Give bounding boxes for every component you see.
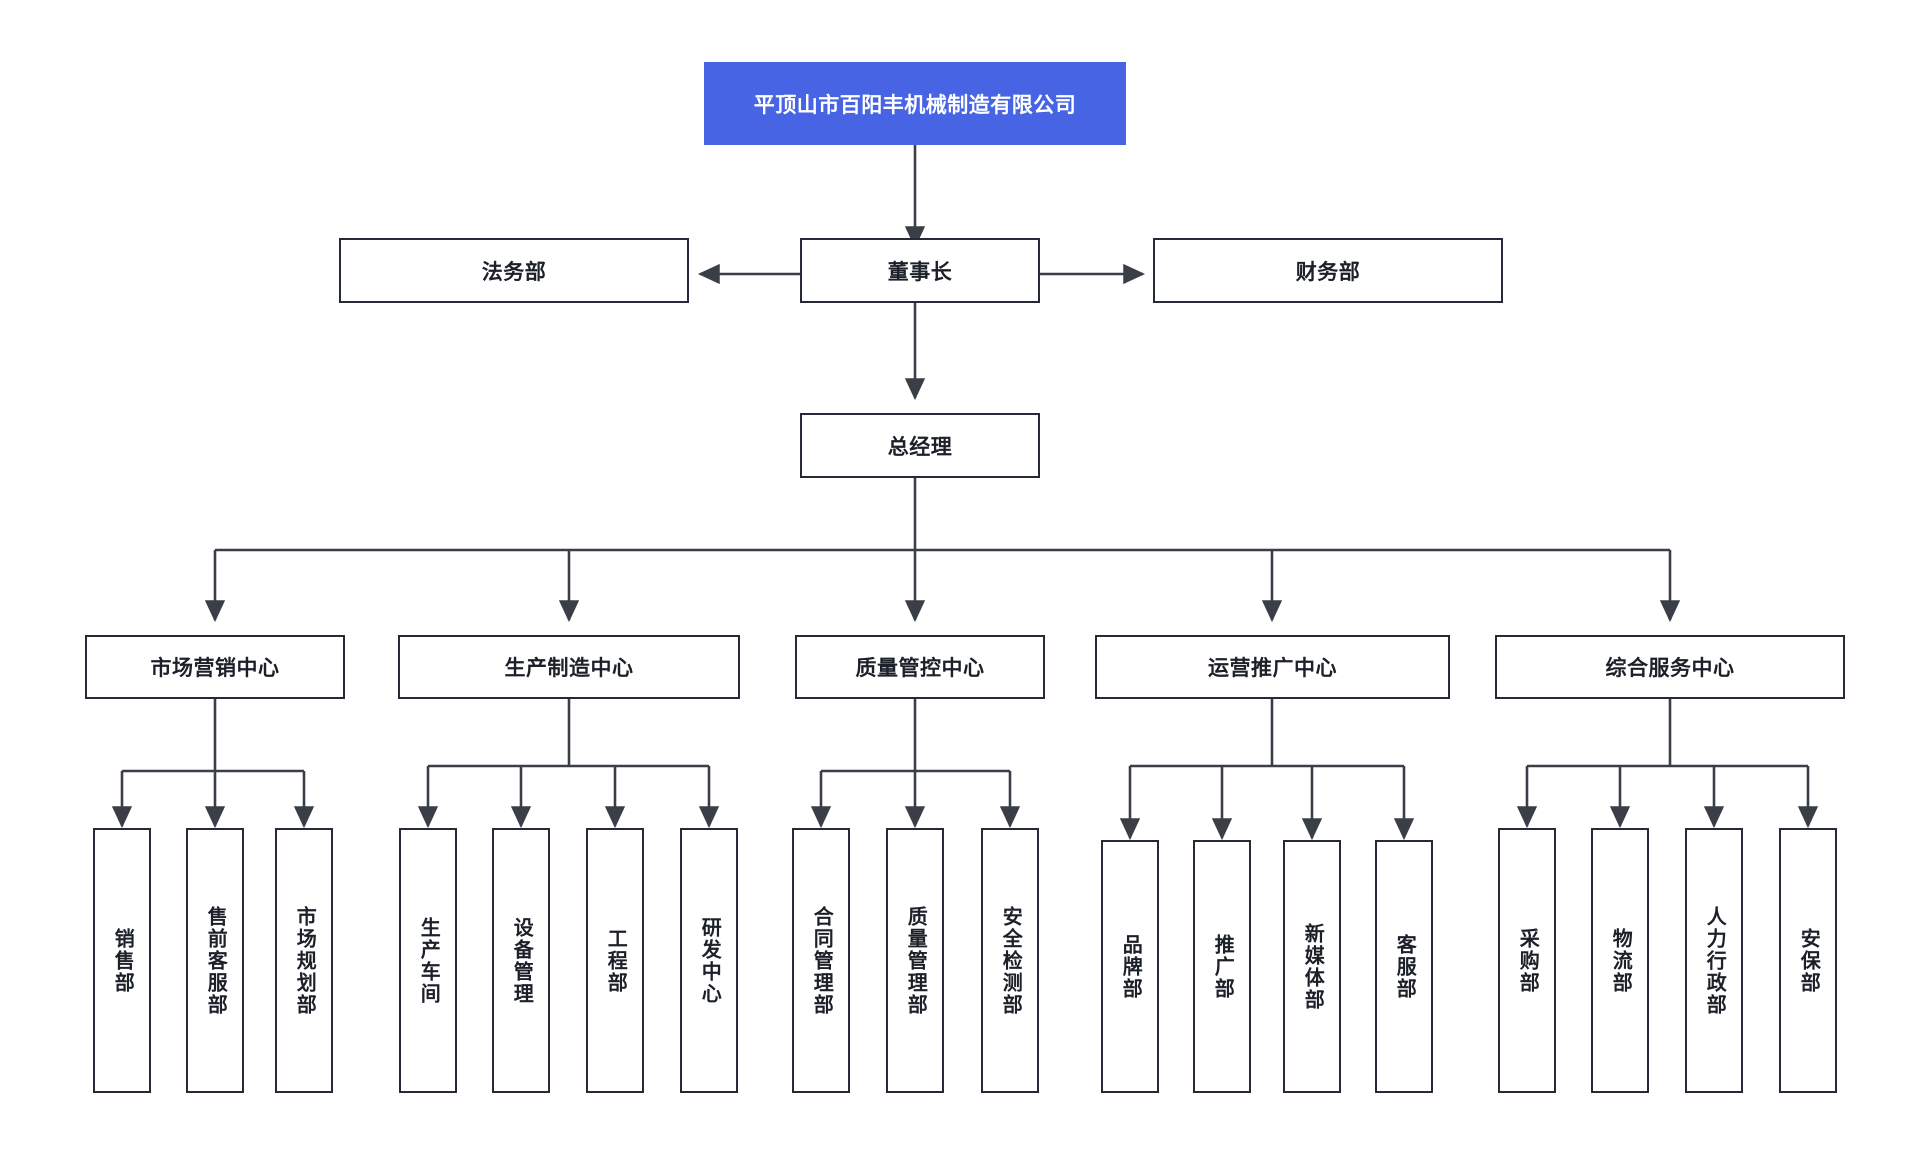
node-legal-department[interactable]: 法务部 — [339, 238, 689, 303]
node-label: 质量管控中心 — [855, 657, 985, 680]
node-label: 人力行政部 — [1703, 905, 1726, 1016]
node-label: 综合服务中心 — [1605, 657, 1735, 680]
node-dept-security[interactable]: 安保部 — [1779, 828, 1837, 1093]
node-dept-presale-service[interactable]: 售前客服部 — [186, 828, 244, 1093]
node-dept-promotion[interactable]: 推广部 — [1193, 840, 1251, 1093]
node-label: 推广部 — [1211, 933, 1234, 1000]
node-label: 采购部 — [1516, 927, 1539, 994]
node-label: 工程部 — [604, 927, 627, 994]
node-label: 董事长 — [887, 260, 953, 284]
node-center-quality[interactable]: 质量管控中心 — [795, 635, 1045, 699]
node-label: 安保部 — [1797, 927, 1820, 994]
node-center-production[interactable]: 生产制造中心 — [398, 635, 740, 699]
node-dept-engineering[interactable]: 工程部 — [586, 828, 644, 1093]
node-dept-sales[interactable]: 销售部 — [93, 828, 151, 1093]
node-label: 安全检测部 — [999, 905, 1022, 1016]
node-dept-hr-admin[interactable]: 人力行政部 — [1685, 828, 1743, 1093]
node-label: 生产车间 — [417, 916, 440, 1005]
node-chairman[interactable]: 董事长 — [800, 238, 1040, 303]
node-label: 售前客服部 — [204, 905, 227, 1016]
node-label: 运营推广中心 — [1208, 657, 1337, 680]
node-dept-equipment[interactable]: 设备管理 — [492, 828, 550, 1093]
node-finance-department[interactable]: 财务部 — [1153, 238, 1503, 303]
node-label: 法务部 — [481, 260, 547, 284]
node-label: 总经理 — [887, 435, 953, 459]
node-label: 市场营销中心 — [150, 657, 280, 680]
node-dept-rnd-center[interactable]: 研发中心 — [680, 828, 738, 1093]
node-label: 销售部 — [111, 927, 134, 994]
node-label: 设备管理 — [510, 916, 533, 1005]
node-center-service[interactable]: 综合服务中心 — [1495, 635, 1845, 699]
node-dept-contract-management[interactable]: 合同管理部 — [792, 828, 850, 1093]
node-label: 合同管理部 — [810, 905, 833, 1016]
node-dept-quality-management[interactable]: 质量管理部 — [886, 828, 944, 1093]
node-dept-market-planning[interactable]: 市场规划部 — [275, 828, 333, 1093]
node-dept-workshop[interactable]: 生产车间 — [399, 828, 457, 1093]
node-dept-procurement[interactable]: 采购部 — [1498, 828, 1556, 1093]
node-label: 市场规划部 — [293, 905, 316, 1016]
node-label: 新媒体部 — [1301, 922, 1324, 1011]
node-label: 客服部 — [1393, 933, 1416, 1000]
node-dept-customer-service[interactable]: 客服部 — [1375, 840, 1433, 1093]
node-dept-new-media[interactable]: 新媒体部 — [1283, 840, 1341, 1093]
node-dept-safety-inspection[interactable]: 安全检测部 — [981, 828, 1039, 1093]
node-label: 研发中心 — [698, 916, 721, 1005]
node-general-manager[interactable]: 总经理 — [800, 413, 1040, 478]
node-label: 平顶山市百阳丰机械制造有限公司 — [753, 93, 1077, 117]
node-label: 物流部 — [1609, 927, 1632, 994]
node-label: 品牌部 — [1119, 933, 1142, 1000]
node-center-marketing[interactable]: 市场营销中心 — [85, 635, 345, 699]
node-label: 财务部 — [1295, 260, 1361, 284]
node-dept-brand[interactable]: 品牌部 — [1101, 840, 1159, 1093]
node-company-root[interactable]: 平顶山市百阳丰机械制造有限公司 — [704, 62, 1126, 145]
node-label: 质量管理部 — [904, 905, 927, 1016]
node-dept-logistics[interactable]: 物流部 — [1591, 828, 1649, 1093]
node-center-operations[interactable]: 运营推广中心 — [1095, 635, 1450, 699]
node-label: 生产制造中心 — [504, 657, 634, 680]
